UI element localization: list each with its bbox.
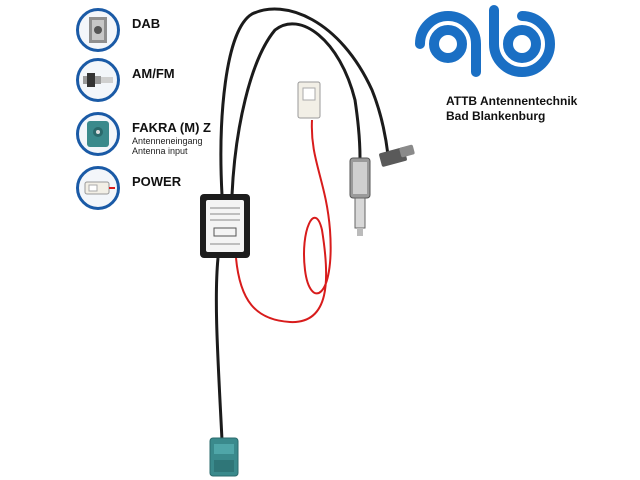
dab-cable [219,7,390,196]
attb-logo [415,5,555,77]
legend-item-amfm: AM/FM [76,58,226,102]
din-plug-icon [76,58,120,102]
legend-item-power: POWER [76,166,226,210]
fakra-connector-icon [76,112,120,156]
legend-label-amfm: AM/FM [132,66,175,81]
din-plug-tip [354,197,366,229]
brand-name: ATTB Antennentechnik [446,94,578,108]
legend-label-fakra: FAKRA (M) Z [132,120,211,135]
sma-connector-icon [76,8,120,52]
amplifier-label [206,200,244,252]
dab-connector [379,147,407,167]
legend-item-fakra: FAKRA (M) Z Antenneneingang Antenna inpu… [76,112,226,156]
power-wire [235,119,332,324]
amfm-cable [230,22,362,196]
brand-location: Bad Blankenburg [446,109,546,123]
legend-sub-fakra-de: Antenneneingang [132,136,203,146]
legend-label-power: POWER [132,174,182,189]
fakra-cable [214,257,224,441]
legend-sub-fakra-en: Antenna input [132,146,188,156]
legend-item-dab: DAB [76,8,226,52]
power-connector-icon [76,166,120,210]
legend-label-dab: DAB [132,16,161,31]
